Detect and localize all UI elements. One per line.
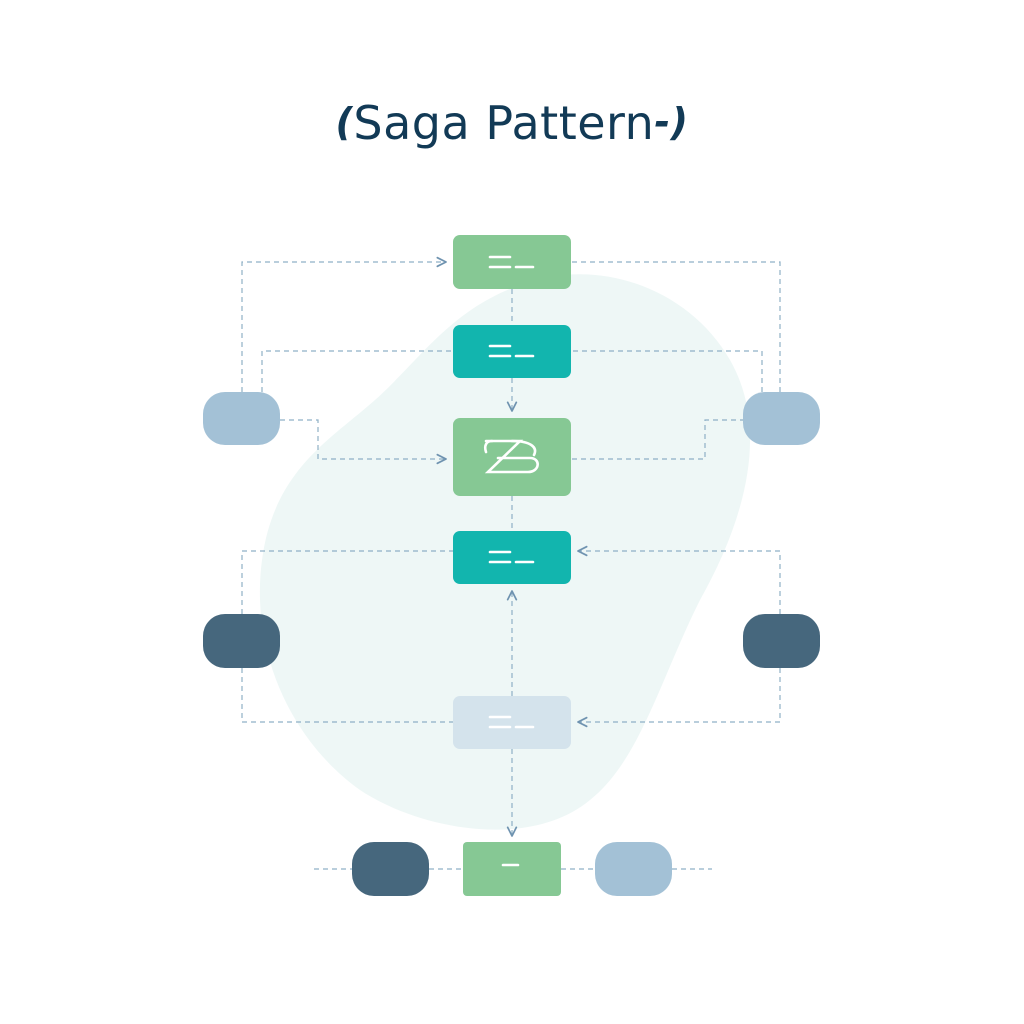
bottom-left-node	[352, 842, 429, 896]
connector-right-upper-to-orchestrator	[570, 419, 745, 460]
connector-left-upper-to-step-2	[261, 350, 454, 392]
z-loop-icon	[483, 439, 539, 474]
title-right-deco: -)	[654, 100, 689, 144]
right-upper-service-node	[743, 392, 820, 445]
pending-step-node	[453, 696, 571, 749]
connector-left-lower-to-pending	[241, 668, 454, 723]
equals-dash-icon	[488, 550, 535, 564]
equals-dash-icon	[488, 715, 535, 729]
bottom-center-node	[463, 842, 561, 896]
right-lower-service-node	[743, 614, 820, 668]
connector-left-lower-loop	[241, 550, 454, 614]
connector-right-upper-to-step-1	[570, 261, 781, 392]
step-2-node	[453, 325, 571, 378]
connector-right-lower-to-step-4	[577, 545, 781, 614]
bottom-right-node	[595, 842, 672, 896]
equals-dash-icon	[488, 344, 535, 358]
connectors	[241, 256, 781, 870]
diagram-title: (Saga Pattern-)	[0, 96, 1024, 150]
equals-dash-icon	[488, 255, 535, 269]
step-4-node	[453, 531, 571, 584]
connector-left-upper-to-orchestrator	[280, 419, 447, 465]
title-text: Saga Pattern	[353, 96, 655, 150]
connector-left-upper-to-step-1	[241, 256, 447, 392]
left-upper-service-node	[203, 392, 280, 445]
step-1-node	[453, 235, 571, 289]
orchestrator-node	[453, 418, 571, 496]
title-left-deco: (	[335, 100, 354, 144]
connector-right-lower-to-pending	[577, 668, 781, 728]
left-lower-service-node	[203, 614, 280, 668]
connector-right-upper-to-step-2	[570, 350, 763, 392]
